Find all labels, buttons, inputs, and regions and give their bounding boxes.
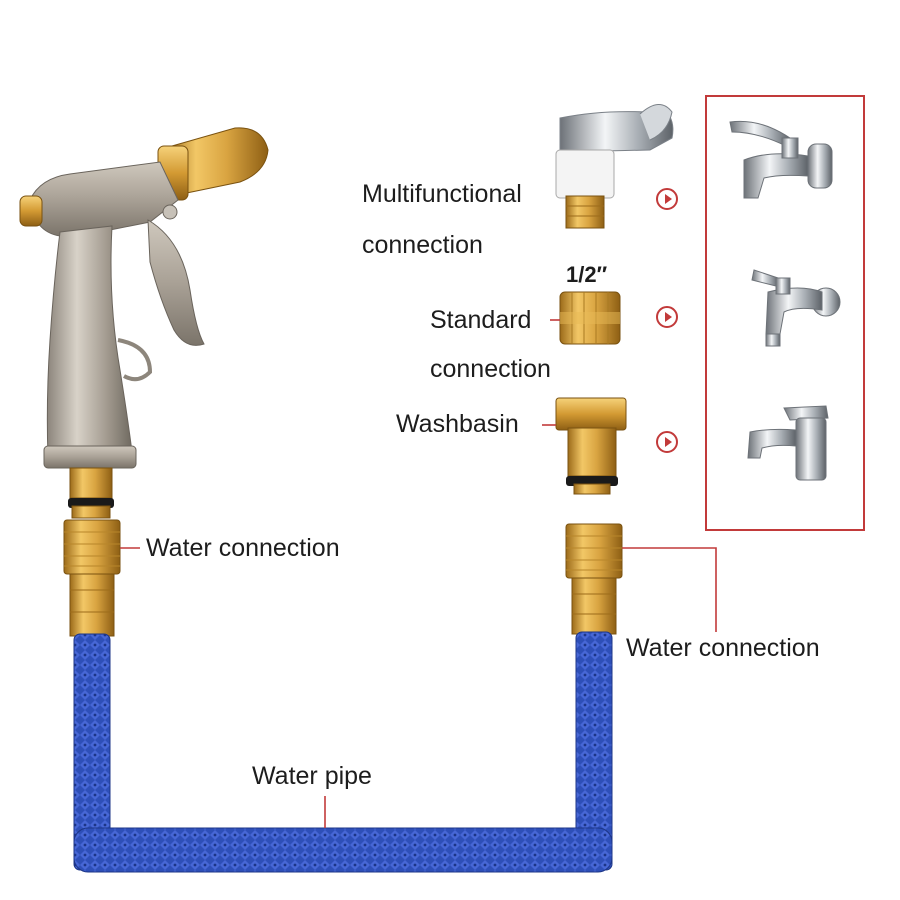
lever-tap-icon [751, 269, 841, 347]
multifunctional-connector-icon [555, 104, 674, 229]
washbasin-connector-icon [555, 397, 627, 495]
right-coupler-icon [565, 523, 623, 635]
water-pipe-icon [73, 631, 613, 873]
standard-connector-icon [559, 291, 621, 345]
arrow-right-icon [656, 431, 678, 453]
water-connection-left-label: Water connection [146, 534, 340, 562]
faucet-panel-border [705, 95, 865, 531]
half-inch-label: 1/2″ [566, 262, 608, 287]
water-connection-right-label: Water connection [626, 634, 820, 662]
arrow-right-icon [656, 188, 678, 210]
multifunctional-label-line2: connection [362, 231, 483, 259]
leader-lines [120, 319, 717, 828]
multifunctional-label: Multifunctional [362, 180, 522, 208]
left-coupler-icon [63, 519, 121, 637]
washbasin-label: Washbasin [396, 410, 519, 438]
standard-label: Standard [430, 306, 532, 334]
basin-mixer-icon [747, 405, 829, 481]
arrow-right-icon [656, 306, 678, 328]
spray-gun-icon [19, 127, 269, 519]
wall-faucet-icon [729, 120, 833, 199]
water-pipe-label: Water pipe [252, 762, 372, 790]
standard-label-line2: connection [430, 355, 551, 383]
